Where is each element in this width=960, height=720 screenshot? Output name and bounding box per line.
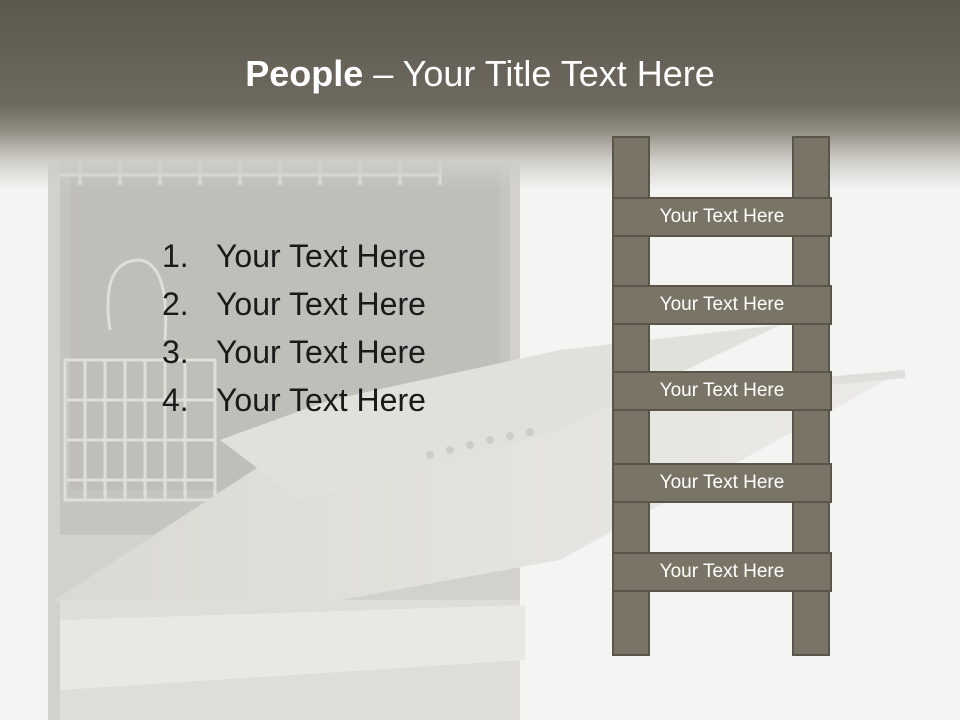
list-item: 2. Your Text Here — [162, 280, 426, 328]
ladder-rung-1: Your Text Here — [612, 197, 832, 237]
list-item-number: 3. — [162, 334, 189, 370]
list-item-number: 1. — [162, 238, 189, 274]
list-item: 1. Your Text Here — [162, 232, 426, 280]
list-item-text: Your Text Here — [216, 286, 426, 322]
list-item-number: 2. — [162, 286, 189, 322]
ladder-rung-3: Your Text Here — [612, 371, 832, 411]
title-rest: – Your Title Text Here — [363, 53, 715, 94]
list-item: 4. Your Text Here — [162, 376, 426, 424]
ladder-rung-4: Your Text Here — [612, 463, 832, 503]
numbered-list: 1. Your Text Here 2. Your Text Here 3. Your… — [162, 232, 426, 424]
title-bold-word: People — [245, 53, 364, 94]
list-item-text: Your Text Here — [216, 382, 426, 418]
ladder-rung-2: Your Text Here — [612, 285, 832, 325]
list-item-number: 4. — [162, 382, 189, 418]
list-item: 3. Your Text Here — [162, 328, 426, 376]
list-item-text: Your Text Here — [216, 334, 426, 370]
slide-title: People – Your Title Text Here — [0, 48, 960, 100]
ladder-rung-5: Your Text Here — [612, 552, 832, 592]
list-item-text: Your Text Here — [216, 238, 426, 274]
